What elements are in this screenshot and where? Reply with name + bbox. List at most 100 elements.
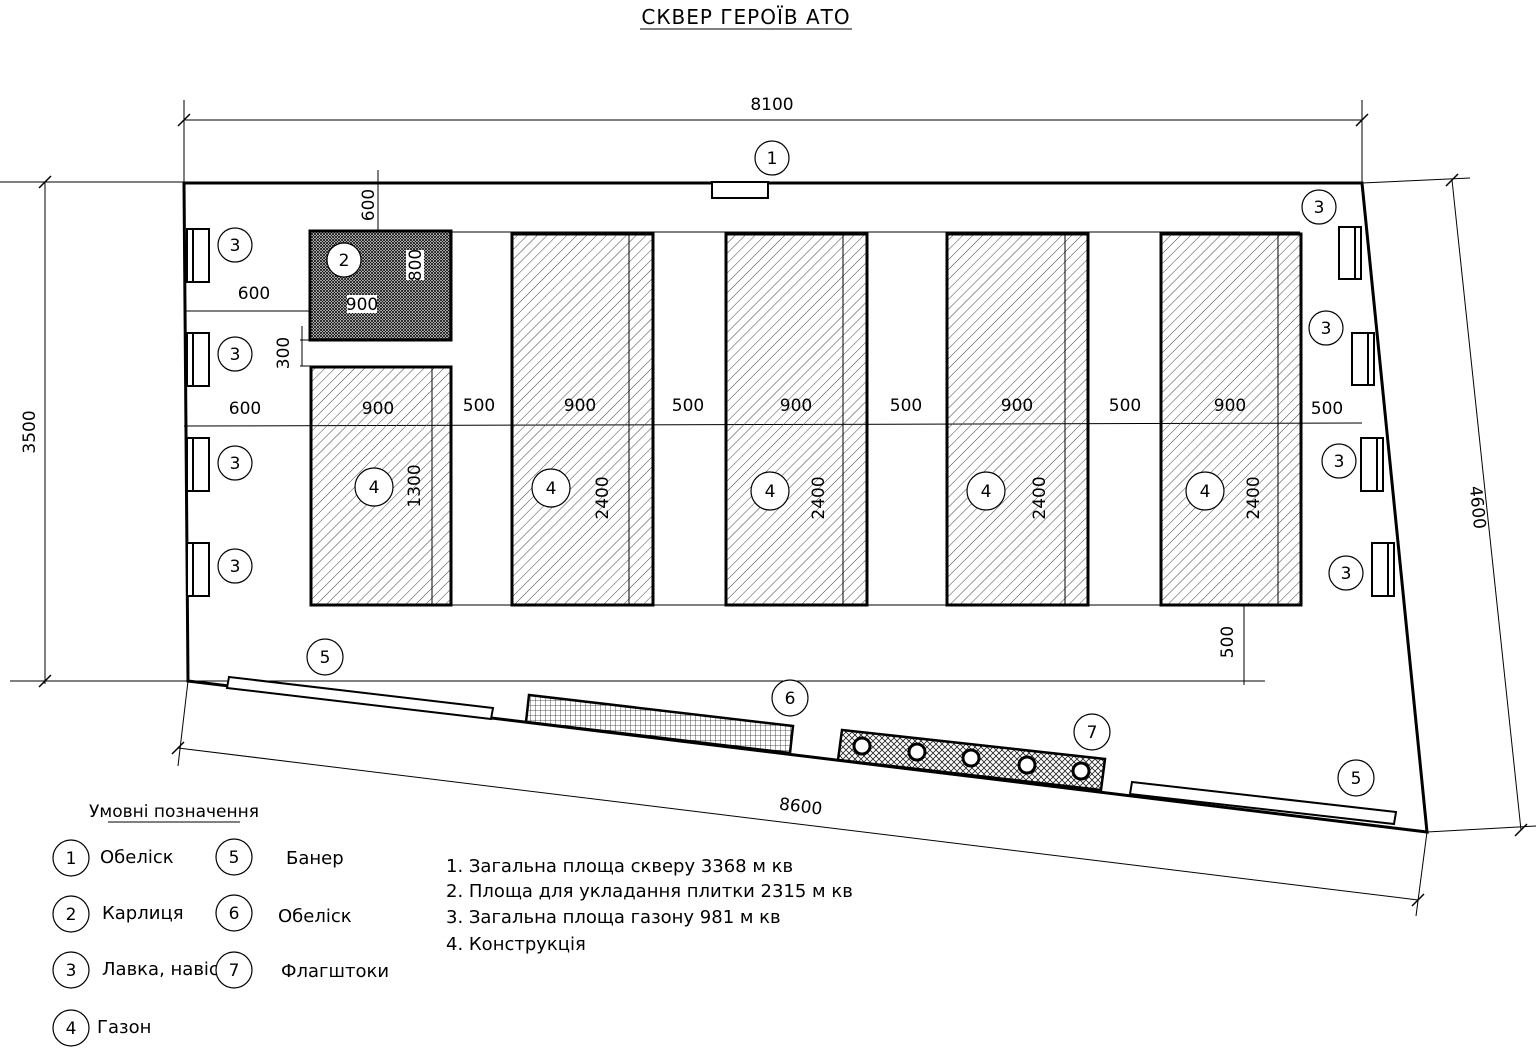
marker-obelisk: 1 — [754, 140, 790, 176]
svg-text:3: 3 — [1321, 319, 1332, 339]
svg-text:4: 4 — [66, 1019, 77, 1039]
obelisk-6-element — [524, 693, 795, 755]
svg-text:3: 3 — [230, 345, 241, 365]
svg-text:Карлиця: Карлиця — [102, 903, 184, 924]
lawn-bed-4 — [945, 232, 1090, 607]
legend-item-1: 1 Обеліск — [52, 839, 174, 877]
svg-text:3: 3 — [1341, 564, 1352, 584]
svg-text:5: 5 — [229, 848, 240, 868]
marker-bench-r4: 3 — [1328, 555, 1364, 591]
karlytsia-element — [308, 229, 453, 342]
notes: 1. Загальна площа скверу 3368 м кв 2. Пл… — [446, 856, 853, 955]
lawn-bed-3 — [724, 232, 869, 607]
svg-text:4: 4 — [765, 482, 776, 502]
marker-karlytsia: 2 — [326, 242, 362, 278]
note-2: 2. Площа для укладання плитки 2315 м кв — [446, 881, 853, 902]
svg-text:6: 6 — [785, 689, 796, 709]
dim-3500: 3500 — [20, 410, 40, 453]
marker-lawn-2: 4 — [531, 468, 571, 508]
marker-banner-2: 5 — [1337, 759, 1375, 797]
svg-text:500: 500 — [1109, 396, 1141, 416]
marker-bench-r1: 3 — [1301, 189, 1337, 225]
marker-lawn-4: 4 — [966, 471, 1006, 511]
svg-text:500: 500 — [463, 396, 495, 416]
svg-text:1: 1 — [767, 149, 778, 169]
svg-text:3: 3 — [66, 961, 77, 981]
svg-text:3: 3 — [1334, 452, 1345, 472]
dim-2400-bed2: 2400 — [593, 476, 613, 519]
svg-text:900: 900 — [1214, 396, 1246, 416]
svg-text:500: 500 — [672, 396, 704, 416]
marker-bench-l3: 3 — [217, 445, 253, 481]
svg-text:5: 5 — [1351, 769, 1362, 789]
banner-right — [1128, 780, 1398, 826]
svg-text:4: 4 — [546, 479, 557, 499]
lawn-beds — [309, 232, 1303, 607]
svg-text:Газон: Газон — [97, 1017, 151, 1038]
marker-bench-l1: 3 — [217, 227, 253, 263]
lawn-bed-2 — [510, 232, 655, 607]
svg-text:900: 900 — [564, 396, 596, 416]
svg-text:Банер: Банер — [286, 848, 344, 869]
legend-item-4: 4 Газон — [52, 1009, 151, 1047]
flagpoles — [852, 736, 1091, 781]
obelisk-element — [711, 181, 769, 199]
svg-text:1: 1 — [66, 849, 77, 869]
svg-text:3: 3 — [230, 236, 241, 256]
svg-text:5: 5 — [320, 648, 331, 668]
benches-left — [186, 228, 210, 597]
dim-8600: 8600 — [778, 794, 823, 819]
dimension-left: 3500 — [20, 175, 52, 688]
marker-banner-1: 5 — [306, 638, 344, 676]
svg-text:7: 7 — [229, 961, 240, 981]
svg-text:6: 6 — [229, 904, 240, 924]
legend-item-6: 6 Обеліск — [215, 894, 352, 932]
lawn-bed-5 — [1159, 232, 1303, 607]
svg-text:900: 900 — [362, 399, 394, 419]
svg-text:7: 7 — [1087, 723, 1098, 743]
dim-8100: 8100 — [750, 95, 793, 115]
plan-title: СКВЕР ГЕРОЇВ АТО — [641, 5, 850, 29]
svg-text:800: 800 — [406, 249, 426, 281]
dim-600-left: 600 — [238, 284, 270, 304]
marker-bench-r2: 3 — [1308, 310, 1344, 346]
svg-text:2: 2 — [66, 905, 77, 925]
dim-2400-bed4: 2400 — [1030, 476, 1050, 519]
marker-lawn-3: 4 — [750, 471, 790, 511]
svg-text:500: 500 — [890, 396, 922, 416]
legend-title: Умовні позначення — [89, 802, 259, 822]
karlytsia-dim-800: 800 — [406, 249, 426, 281]
note-1: 1. Загальна площа скверу 3368 м кв — [446, 856, 793, 877]
marker-lawn-5: 4 — [1185, 471, 1225, 511]
legend-item-5: 5 Банер — [215, 838, 344, 876]
legend-item-2: 2 Карлиця — [52, 895, 184, 933]
dim-2400-bed5: 2400 — [1244, 476, 1264, 519]
marker-lawn-1: 4 — [354, 467, 394, 507]
svg-text:500: 500 — [1311, 399, 1343, 419]
dim-2400-bed3: 2400 — [809, 476, 829, 519]
svg-text:2: 2 — [339, 251, 350, 271]
benches-right — [1338, 226, 1395, 597]
marker-bench-l2: 3 — [217, 336, 253, 372]
svg-text:Лавка, навіс: Лавка, навіс — [102, 959, 219, 980]
marker-bench-r3: 3 — [1321, 443, 1357, 479]
banner-left — [225, 675, 495, 721]
svg-text:900: 900 — [780, 396, 812, 416]
svg-text:3: 3 — [230, 557, 241, 577]
svg-text:3: 3 — [1314, 198, 1325, 218]
svg-text:3: 3 — [230, 454, 241, 474]
dim-600-top: 600 — [359, 189, 379, 221]
row-dimensions: 600 900 500 900 500 900 500 900 500 900 … — [229, 396, 1343, 419]
note-4: 4. Конструкція — [446, 934, 586, 955]
marker-flagpoles: 7 — [1073, 713, 1111, 751]
svg-text:4: 4 — [369, 478, 380, 498]
dimension-top: 8100 — [177, 95, 1369, 183]
dim-500-bottom: 500 — [1218, 626, 1238, 658]
svg-text:Обеліск: Обеліск — [278, 906, 352, 927]
svg-text:900: 900 — [346, 295, 378, 315]
svg-text:4: 4 — [1200, 482, 1211, 502]
svg-text:Обеліск: Обеліск — [100, 847, 174, 868]
